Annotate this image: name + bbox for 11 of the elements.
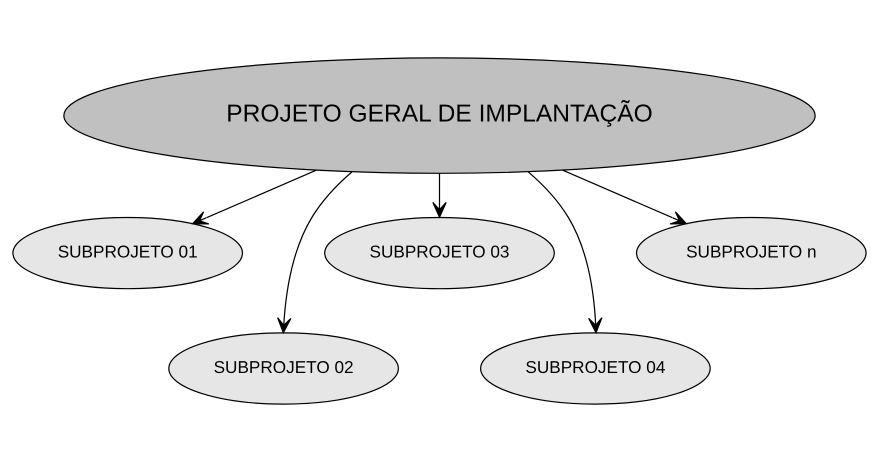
arrow [192,170,316,225]
arrow [277,172,352,334]
arrow [528,171,603,334]
node-ellipse: SUBPROJETO 01 [12,216,244,290]
node-ellipse: SUBPROJETO n [636,216,867,290]
node-ellipse: SUBPROJETO 03 [324,216,555,290]
arrow [562,170,687,225]
node-ellipse: PROJETO GERAL DE IMPLANTAÇÃO [63,57,816,174]
arrow [432,173,447,218]
node-ellipse: SUBPROJETO 02 [168,332,399,405]
node-ellipse: SUBPROJETO 04 [480,332,711,405]
